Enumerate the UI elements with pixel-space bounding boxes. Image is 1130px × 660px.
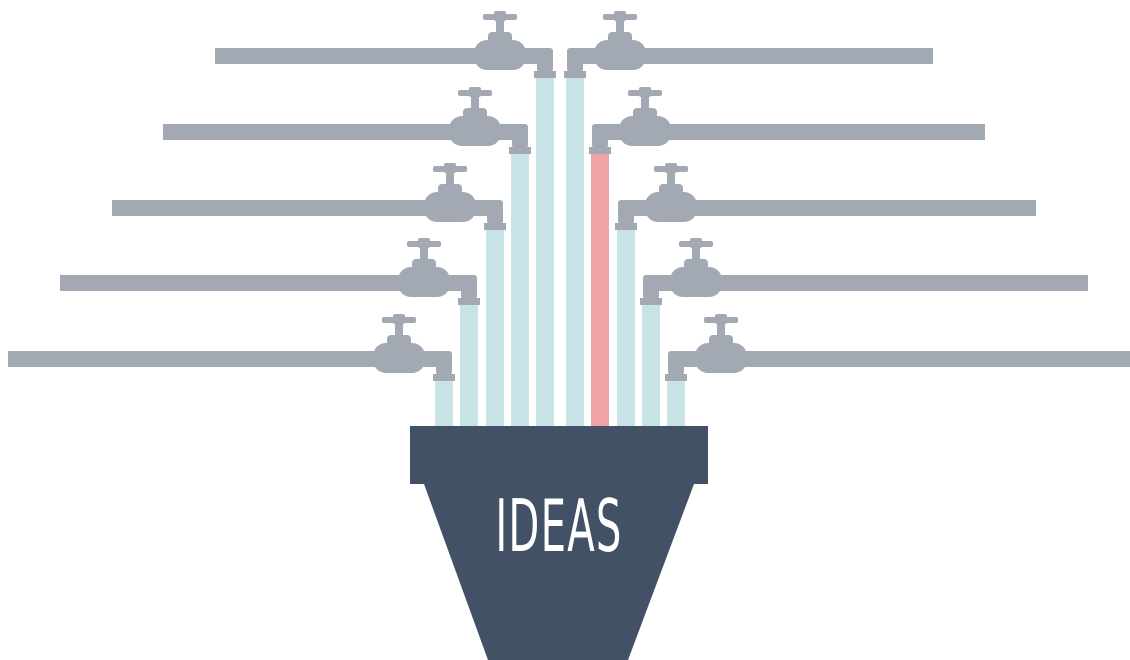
spout-elbow xyxy=(592,124,608,148)
spout-arm xyxy=(575,48,620,64)
valve-stem xyxy=(496,18,504,34)
spout-nozzle xyxy=(509,147,531,154)
pot-rim xyxy=(410,426,708,484)
spout-elbow xyxy=(512,124,528,148)
faucet-left-3 xyxy=(112,163,506,230)
faucet-left-1 xyxy=(215,11,556,78)
pipe xyxy=(163,124,475,140)
pipe xyxy=(721,351,1130,367)
faucet-neck xyxy=(709,335,733,351)
spout-nozzle xyxy=(564,71,586,78)
pipe xyxy=(671,200,1036,216)
spout-elbow xyxy=(487,200,503,224)
pipe xyxy=(112,200,450,216)
water-stream xyxy=(642,305,660,426)
spout-nozzle xyxy=(640,298,662,305)
valve-stem xyxy=(395,321,403,337)
pipe xyxy=(645,124,985,140)
faucet-neck xyxy=(412,259,436,275)
water-stream xyxy=(667,381,685,426)
spout-elbow xyxy=(537,48,553,72)
valve-cap xyxy=(469,87,481,97)
faucet-left-4 xyxy=(60,238,480,305)
spout-arm xyxy=(676,351,721,367)
water-stream xyxy=(511,154,529,426)
faucet-neck xyxy=(463,108,487,124)
water-stream xyxy=(460,305,478,426)
valve-cap xyxy=(494,11,506,21)
faucet-neck xyxy=(633,108,657,124)
spout-arm xyxy=(600,124,645,140)
valve-stem xyxy=(717,321,725,337)
spout-nozzle xyxy=(484,223,506,230)
spout-elbow xyxy=(643,275,659,299)
spout-arm xyxy=(475,124,520,140)
water-streams xyxy=(435,78,685,426)
faucet-neck xyxy=(684,259,708,275)
faucet-left-5 xyxy=(8,314,455,381)
spout-arm xyxy=(500,48,545,64)
water-stream xyxy=(591,154,609,426)
faucet-right-5 xyxy=(665,314,1130,381)
faucet-neck xyxy=(438,184,462,200)
valve-cap xyxy=(639,87,651,97)
spout-arm xyxy=(424,275,469,291)
faucet-neck xyxy=(608,32,632,48)
pot xyxy=(410,426,708,660)
valve-stem xyxy=(692,245,700,261)
faucet-neck xyxy=(659,184,683,200)
water-stream xyxy=(435,381,453,426)
faucet-right-3 xyxy=(615,163,1036,230)
faucet-group xyxy=(8,11,1130,381)
valve-cap xyxy=(690,238,702,248)
valve-stem xyxy=(446,170,454,186)
valve-stem xyxy=(420,245,428,261)
valve-stem xyxy=(471,94,479,110)
spout-nozzle xyxy=(589,147,611,154)
valve-cap xyxy=(614,11,626,21)
valve-cap xyxy=(393,314,405,324)
spout-nozzle xyxy=(534,71,556,78)
valve-cap xyxy=(418,238,430,248)
spout-nozzle xyxy=(615,223,637,230)
valve-stem xyxy=(616,18,624,34)
spout-arm xyxy=(626,200,671,216)
valve-stem xyxy=(667,170,675,186)
valve-cap xyxy=(444,163,456,173)
faucet-right-4 xyxy=(640,238,1088,305)
pipe xyxy=(696,275,1088,291)
faucet-left-2 xyxy=(163,87,531,154)
spout-elbow xyxy=(461,275,477,299)
pipe xyxy=(620,48,933,64)
water-stream xyxy=(536,78,554,426)
valve-cap xyxy=(715,314,727,324)
water-stream xyxy=(486,230,504,426)
water-stream xyxy=(617,230,635,426)
faucet-neck xyxy=(488,32,512,48)
faucet-neck xyxy=(387,335,411,351)
faucet-right-2 xyxy=(589,87,985,154)
valve-cap xyxy=(665,163,677,173)
spout-arm xyxy=(399,351,444,367)
pipe xyxy=(8,351,399,367)
water-stream xyxy=(566,78,584,426)
spout-arm xyxy=(651,275,696,291)
spout-elbow xyxy=(436,351,452,375)
faucet-right-1 xyxy=(564,11,933,78)
spout-nozzle xyxy=(665,374,687,381)
pipe xyxy=(60,275,424,291)
pot-label: IDEAS xyxy=(495,484,623,568)
spout-elbow xyxy=(567,48,583,72)
valve-stem xyxy=(641,94,649,110)
spout-nozzle xyxy=(458,298,480,305)
pot-body xyxy=(424,484,694,660)
spout-elbow xyxy=(618,200,634,224)
spout-nozzle xyxy=(433,374,455,381)
spout-arm xyxy=(450,200,495,216)
spout-elbow xyxy=(668,351,684,375)
pipe xyxy=(215,48,500,64)
